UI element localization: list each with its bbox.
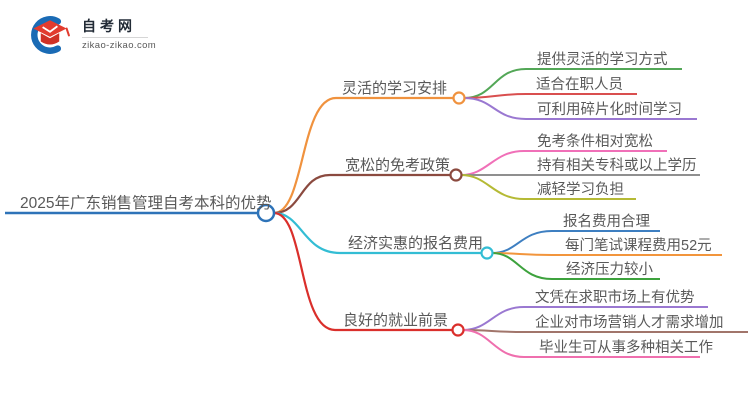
- leaf-label-2-1[interactable]: 免考条件相对宽松: [537, 133, 653, 150]
- leaf-label-3-1[interactable]: 报名费用合理: [563, 213, 650, 230]
- root-topic-label[interactable]: 2025年广东销售管理自考本科的优势: [20, 194, 272, 212]
- branch-label-fee[interactable]: 经济实惠的报名费用: [348, 235, 484, 252]
- leaf-curve-1-3: [463, 97, 697, 120]
- leaf-label-4-2[interactable]: 企业对市场营销人才需求增加: [535, 314, 724, 331]
- leaf-label-2-2[interactable]: 持有相关专科或以上学历: [537, 157, 697, 174]
- branch-label-exemption[interactable]: 宽松的免考政策: [345, 157, 451, 174]
- branch-curve-flexible: [273, 96, 453, 215]
- branch-label-flexible[interactable]: 灵活的学习安排: [342, 80, 448, 97]
- leaf-curve-4-3: [462, 329, 700, 358]
- logo-text-block: 自考网 zikao-zikao.com: [82, 18, 156, 51]
- branch-node-flexible[interactable]: [452, 91, 466, 105]
- branch-node-exemption[interactable]: [449, 168, 463, 182]
- leaf-label-3-3[interactable]: 经济压力较小: [566, 261, 653, 278]
- branch-curve-career: [273, 211, 452, 332]
- branch-node-fee[interactable]: [480, 246, 494, 260]
- brand-name: 自考网: [82, 18, 136, 35]
- leaf-curve-2-3: [460, 174, 636, 200]
- branch-label-career[interactable]: 良好的就业前景: [343, 312, 449, 329]
- leaf-label-1-2[interactable]: 适合在职人员: [536, 76, 623, 93]
- branch-curve-fee: [273, 211, 481, 255]
- leaf-label-4-3[interactable]: 毕业生可从事多种相关工作: [539, 339, 713, 356]
- leaf-label-1-1[interactable]: 提供灵活的学习方式: [537, 51, 668, 68]
- leaf-label-2-3[interactable]: 减轻学习负担: [537, 181, 624, 198]
- leaf-curve-1-2: [463, 93, 637, 99]
- brand-domain: zikao-zikao.com: [82, 40, 157, 52]
- leaf-label-3-2[interactable]: 每门笔试课程费用52元: [565, 237, 712, 254]
- leaf-label-1-3[interactable]: 可利用碎片化时间学习: [537, 101, 682, 118]
- logo-divider: [82, 37, 148, 39]
- leaf-label-4-1[interactable]: 文凭在求职市场上有优势: [535, 289, 695, 306]
- branch-curve-exemption: [273, 173, 450, 215]
- site-logo[interactable]: 自考网 zikao-zikao.com: [26, 12, 156, 58]
- root-node-circle[interactable]: [256, 203, 276, 223]
- branch-node-career[interactable]: [451, 323, 465, 337]
- leaf-curve-3-3: [491, 252, 660, 280]
- graduation-cap-icon: [31, 16, 70, 54]
